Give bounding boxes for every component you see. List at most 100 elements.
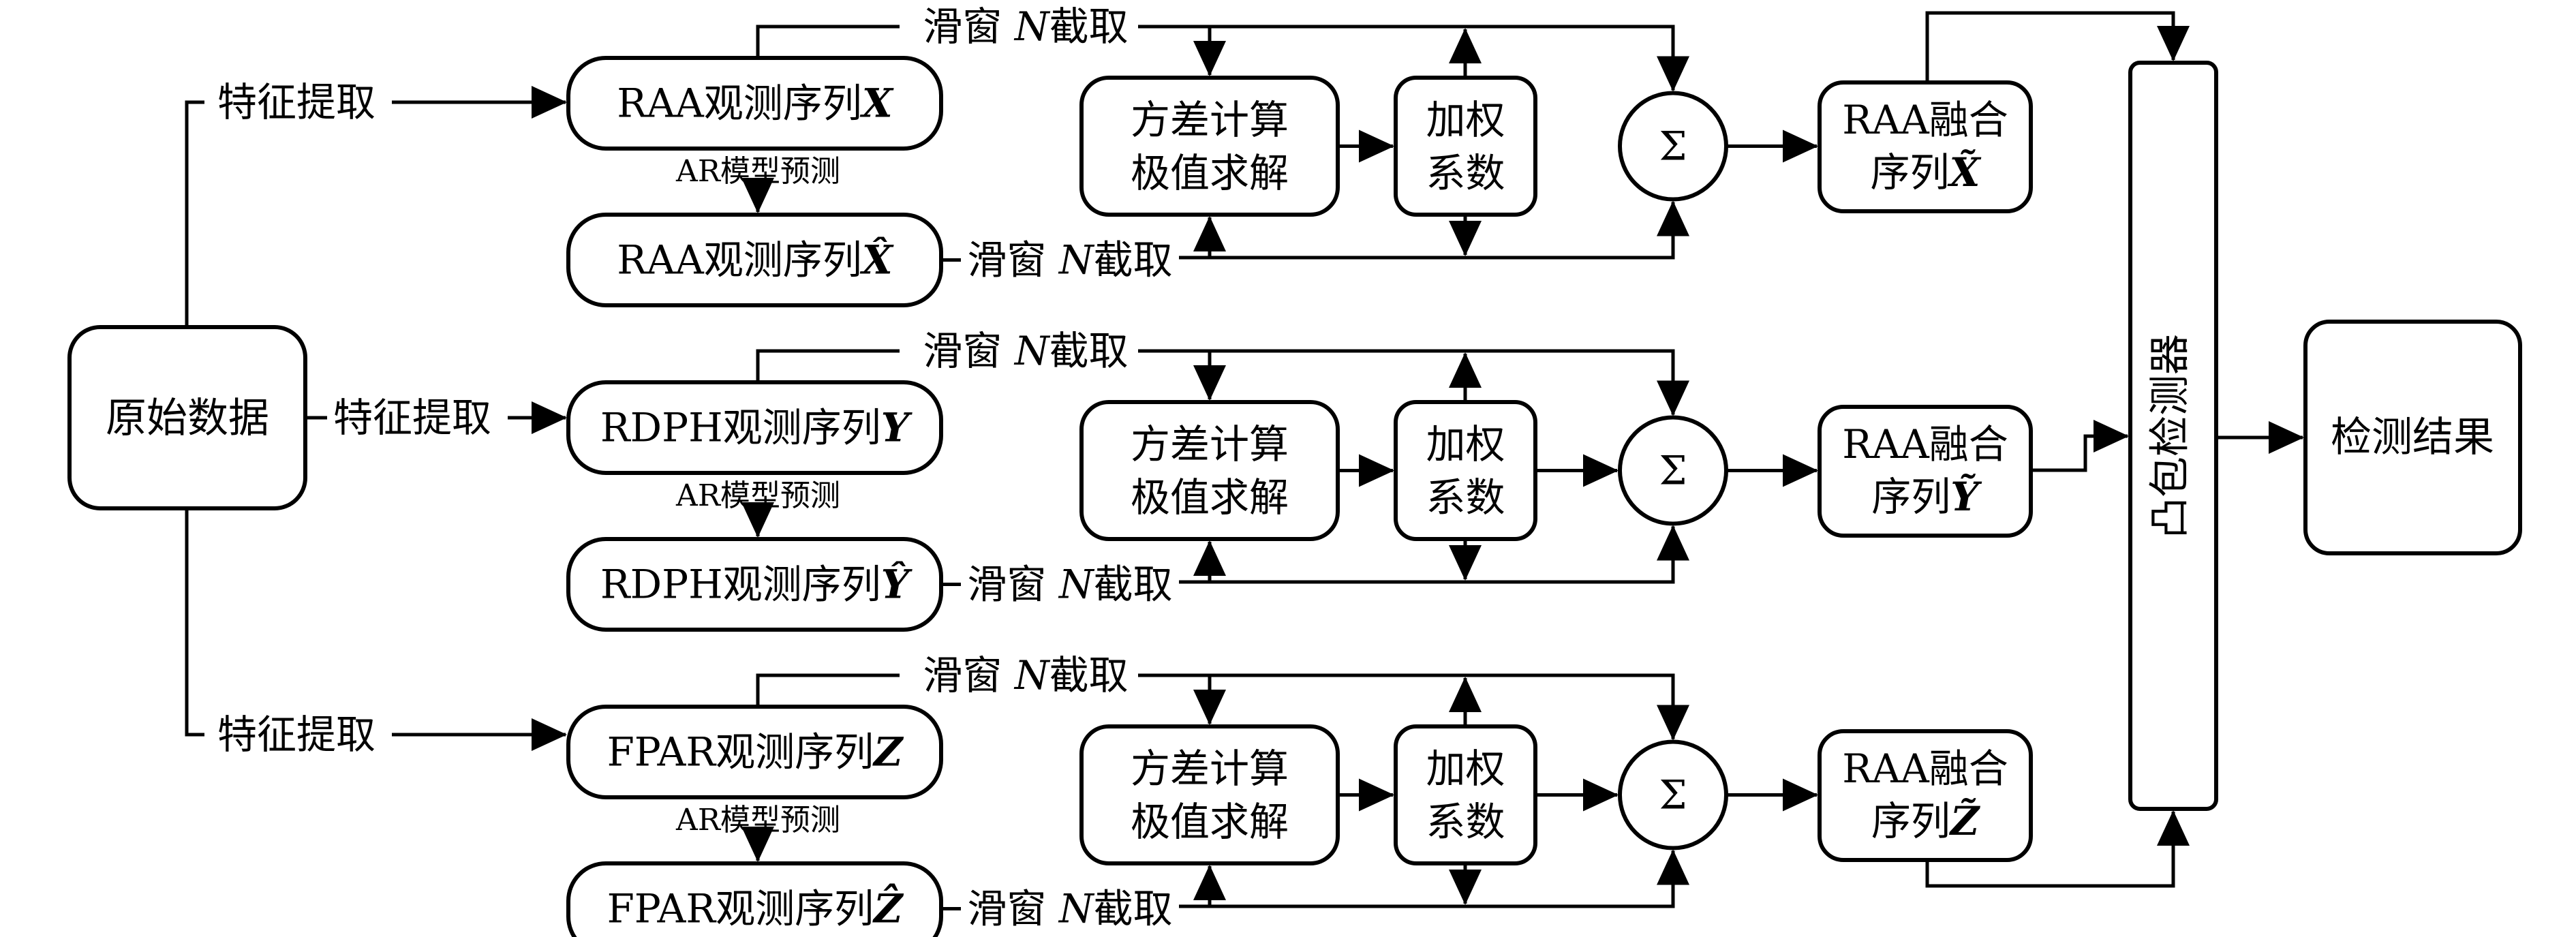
observation-label-symbol: Z — [872, 729, 904, 775]
label-part: 截取 — [1094, 237, 1173, 283]
arrowhead-icon — [1783, 454, 1818, 487]
detector-label: 凸包检测器 — [2147, 334, 2194, 538]
source-node: 原始数据 — [67, 325, 307, 510]
sliding-window-label: 滑窗 N截取 — [923, 328, 1128, 374]
arrowhead-icon — [741, 178, 774, 213]
variance-label-line2: 极值求解 — [1131, 150, 1289, 196]
sliding-window-label: 滑窗 N截取 — [923, 3, 1128, 50]
weight-box — [1394, 76, 1537, 217]
arrowhead-icon — [1783, 778, 1818, 812]
observation-label-prefix: RDPH观测序列 — [600, 405, 881, 451]
fused-label-line2: 序列X̃ — [1870, 149, 1981, 196]
fused-label-line1: RAA融合 — [1842, 746, 2008, 792]
arrowhead-icon — [1449, 870, 1482, 905]
label-part: 截取 — [1049, 3, 1129, 50]
arrowhead-icon — [1449, 28, 1482, 63]
arrowhead-icon — [1193, 216, 1226, 251]
arrowhead-icon — [1657, 849, 1689, 885]
label-part: N — [1013, 3, 1051, 50]
label-part: N — [1058, 886, 1095, 932]
trunk-top-line — [185, 100, 204, 327]
arrowhead-icon — [1783, 129, 1818, 163]
predicted-label-prefix: RAA观测序列 — [617, 237, 861, 283]
arrowhead-icon — [1657, 56, 1689, 92]
fused-box — [1818, 729, 2033, 862]
result-label: 检测结果 — [2331, 414, 2494, 461]
fused-box — [1818, 80, 2033, 213]
arrowhead-icon — [1449, 352, 1482, 388]
detector-node: 凸包检测器 — [2128, 61, 2218, 811]
result-box — [2303, 320, 2522, 555]
feature-extraction-label: 特征提取 — [333, 395, 491, 441]
observation-label: FPAR观测序列Z — [607, 729, 905, 775]
arrowhead-icon — [1449, 221, 1482, 256]
arrowhead-icon — [1193, 41, 1226, 76]
arrowhead-icon — [2157, 810, 2190, 846]
arrowhead-icon — [1583, 778, 1619, 812]
fused-label-line2-prefix: 序列 — [1871, 474, 1950, 520]
weight-label-line2: 系数 — [1426, 474, 1505, 521]
arrowhead-icon — [532, 86, 567, 119]
fused-label-line2-symbol: X̃ — [1947, 149, 1982, 196]
label-part: N — [1013, 652, 1051, 698]
source-box — [67, 325, 307, 510]
label-part: N — [1013, 328, 1051, 374]
variance-label-line1: 方差计算 — [1131, 97, 1289, 143]
predicted-label: FPAR观测序列Ẑ — [607, 884, 905, 932]
arrowhead-icon — [1657, 380, 1689, 416]
source-label: 原始数据 — [106, 395, 269, 442]
fused-label-line2-prefix: 序列 — [1871, 798, 1950, 844]
predicted-label-prefix: RDPH观测序列 — [600, 562, 881, 608]
sliding-window-label: 滑窗 N截取 — [967, 886, 1172, 932]
weight-label-line1: 加权 — [1426, 746, 1505, 792]
sum-icon: Σ — [1659, 772, 1687, 818]
predicted-label-prefix: FPAR观测序列 — [607, 886, 874, 932]
label-part: 截取 — [1094, 886, 1173, 932]
variance-label-line1: 方差计算 — [1131, 746, 1289, 792]
label-part: 截取 — [1094, 562, 1173, 608]
arrowhead-icon — [1657, 705, 1689, 741]
fused-label-line2: 序列Ỹ — [1871, 474, 1982, 520]
weight-label-line1: 加权 — [1426, 421, 1505, 467]
label-part: 滑窗 — [923, 328, 1014, 374]
predicted-label: RDPH观测序列Ŷ — [600, 562, 913, 608]
arrowhead-icon — [1449, 545, 1482, 581]
weight-label-line2: 系数 — [1426, 799, 1505, 845]
arrowhead-icon — [1657, 525, 1689, 561]
sliding-window-label: 滑窗 N截取 — [967, 237, 1172, 283]
label-part: 滑窗 — [967, 562, 1058, 608]
arrowhead-icon — [1193, 540, 1226, 576]
fused-label-line2-prefix: 序列 — [1870, 149, 1949, 196]
connectors — [185, 11, 2304, 888]
arrowhead-icon — [1583, 454, 1619, 487]
fused3-to-detector — [1925, 812, 2175, 888]
label-part: 滑窗 — [967, 237, 1058, 283]
observation-label-symbol: X — [859, 80, 894, 127]
arrowhead-icon — [1359, 454, 1394, 487]
label-part: 滑窗 — [967, 886, 1058, 932]
label-part: 截取 — [1049, 328, 1129, 374]
fused-label-line2-symbol: Z̃ — [1949, 797, 1981, 844]
trunk-bottom-line — [185, 508, 204, 737]
fused-label-line2-symbol: Ỹ — [1950, 474, 1982, 520]
fused-label-line1: RAA融合 — [1842, 421, 2008, 467]
label-part: N — [1058, 237, 1095, 283]
feature-extraction-label: 特征提取 — [217, 79, 375, 125]
arrowhead-icon — [1193, 865, 1226, 900]
arrowhead-icon — [1449, 677, 1482, 712]
label-part: 滑窗 — [923, 3, 1014, 50]
predicted-label-symbol: X̂ — [859, 236, 894, 283]
fused-label-line1: RAA融合 — [1842, 97, 2008, 143]
arrowhead-icon — [532, 718, 567, 751]
predicted-label-symbol: Ŷ — [881, 562, 913, 608]
arrowhead-icon — [1359, 778, 1394, 812]
observation-label-prefix: FPAR观测序列 — [607, 729, 874, 775]
slide-top-line-a — [756, 349, 900, 382]
slide-top-line-a — [756, 673, 900, 707]
variance-label-line2: 极值求解 — [1131, 474, 1289, 521]
slide-top-line-a — [756, 25, 900, 58]
fused-label-line2: 序列Z̃ — [1871, 797, 1981, 844]
